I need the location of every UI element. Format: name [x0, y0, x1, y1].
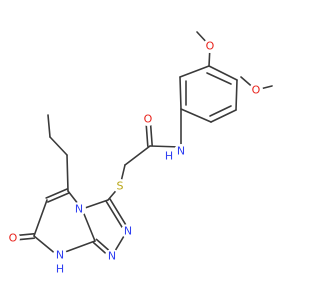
bond-26: [33, 199, 48, 237]
label-halo: [53, 262, 67, 276]
atom-o-ketone: O: [9, 232, 18, 245]
bond-11: [206, 72, 232, 85]
bond-9: [179, 65, 210, 78]
atom-o-methoxy-top: O: [206, 40, 215, 53]
label-halo: [141, 112, 155, 126]
label-halo: [174, 144, 188, 158]
bond-7: [180, 108, 212, 123]
atom-n-nh: N: [56, 249, 64, 262]
label-halo: [6, 231, 20, 245]
atom-label-layer: O O O N H S N N N O N H: [6, 39, 263, 276]
bond-8: [179, 76, 182, 110]
atom-n-amide: N: [177, 145, 185, 158]
bond-12: [209, 105, 232, 117]
atom-h-nh: H: [56, 263, 64, 276]
label-halo: [249, 83, 263, 97]
bond-25: [45, 188, 68, 199]
molecule-structure: O O O N H S N N N O N H: [6, 31, 273, 276]
atom-n-triazole-2: N: [108, 250, 116, 263]
bond-20: [105, 200, 126, 233]
bond-30: [66, 154, 69, 192]
label-halo: [121, 224, 135, 238]
bond-32: [47, 114, 51, 138]
bond-31: [49, 136, 68, 156]
bond-5: [235, 79, 238, 111]
label-halo: [162, 149, 176, 163]
atom-n-ring-fusion: N: [75, 203, 83, 216]
atom-h-amide: H: [165, 150, 173, 163]
label-halo: [105, 249, 119, 263]
bond-19: [81, 199, 109, 210]
label-halo: [72, 202, 86, 216]
bond-25: [47, 192, 70, 203]
bond-16: [124, 145, 151, 166]
label-halo: [113, 179, 127, 193]
atom-o-amide: O: [144, 113, 153, 126]
bond-layer: [11, 31, 273, 259]
label-halo: [53, 248, 67, 262]
bond-4: [208, 65, 238, 81]
label-halo: [203, 39, 217, 53]
atom-o-methoxy-right: O: [252, 84, 261, 97]
atom-n-triazole-1: N: [124, 225, 132, 238]
atom-s-thioether: S: [117, 180, 124, 193]
bond-23: [81, 208, 96, 242]
bond-27: [33, 235, 58, 256]
bond-6: [210, 109, 237, 123]
